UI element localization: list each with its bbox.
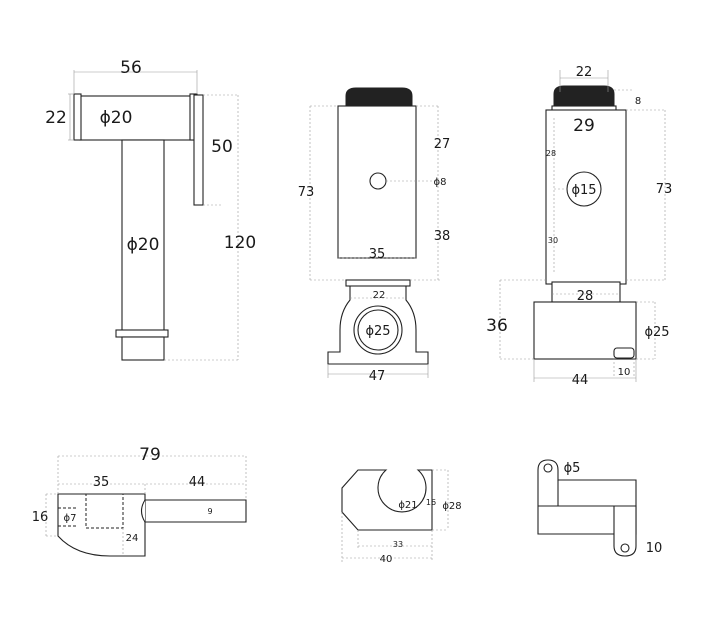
dim-total: 79 [139,445,161,465]
dim-total-height: 120 [224,233,256,253]
clip-view: ϕ21 16 ϕ28 33 40 [341,469,462,565]
dim-hook: 50 [211,137,233,157]
bracket-recess [85,493,124,529]
dim-inner: ϕ21 [398,500,417,511]
dim-width: 40 [380,554,393,565]
dim-upper-seg: 28 [546,149,556,158]
dim-hole: ϕ8 [434,177,447,188]
sprayer-side-view: 56 22 ϕ20 50 ϕ20 120 [45,58,256,361]
dim-base-diameter: ϕ25 [644,325,669,340]
sprayer-hook [193,94,204,206]
dim-top-seg: 27 [434,137,451,152]
bracket-side-tab [613,505,637,557]
holder-side-view: 22 8 29 73 28 ϕ15 30 28 36 ϕ25 44 10 [486,65,672,388]
dim-base-height: 36 [486,316,508,336]
holder-hole [369,172,387,190]
bracket-arm [144,499,247,523]
dim-inner-width: 33 [393,540,403,549]
bracket-top-view: 79 35 44 16 ϕ7 24 9 [32,445,247,557]
sprayer-head [79,95,196,141]
dim-bottom-seg: 38 [434,229,451,244]
bracket-body [57,493,146,557]
dim-neck: 28 [577,289,594,304]
sprayer-collar [115,329,169,338]
sprayer-handle [121,139,165,333]
dim-height: 73 [298,185,315,200]
dim-outer: ϕ28 [442,501,461,512]
holder-front-view: 73 27 ϕ8 38 35 22 ϕ25 47 [298,87,451,384]
dim-cap-gap: 8 [635,96,641,107]
bracket-side-body [537,459,637,535]
dim-head-diameter: ϕ20 [100,108,133,128]
sprayer-hose-end [121,336,165,361]
dim-ring: ϕ25 [365,324,390,339]
dim-head-height: 22 [45,108,67,128]
dim-hole: ϕ5 [564,461,581,476]
dim-handle-diameter: ϕ20 [127,235,160,255]
bracket-side-view: ϕ5 10 [537,459,663,557]
dim-base: 47 [369,369,386,384]
dim-height: 73 [656,182,673,197]
dim-top: 22 [576,65,593,80]
clip-body [341,469,433,531]
bracket-side-tab-hole [620,543,630,553]
dim-width: 35 [369,247,386,262]
dim-hole: ϕ15 [571,183,596,198]
dim-base-width: 44 [572,373,589,388]
dim-tab: 10 [646,541,663,556]
holder-cap [345,87,413,109]
holder-side-cap [553,85,615,107]
dim-slot: 10 [618,367,631,378]
dim-bottom: 24 [126,533,139,544]
dim-lower-seg: 30 [548,236,558,245]
dim-neck: 22 [373,290,386,301]
sprayer-nozzle-ring [73,93,82,141]
dim-width: 56 [120,58,142,78]
holder-ring-inner [357,309,399,351]
holder-side-slot [613,347,635,359]
dim-cap-width: 29 [573,116,595,136]
holder-neck-plate [345,279,411,287]
bracket-arm-joint [140,499,146,523]
bracket-side-top-hole [543,463,553,473]
dim-right: 44 [189,475,206,490]
dim-hole: ϕ7 [64,513,77,524]
dim-arm: 9 [207,507,212,516]
dim-height: 16 [32,510,49,525]
dim-gap: 16 [426,498,436,507]
dim-left: 35 [93,475,110,490]
